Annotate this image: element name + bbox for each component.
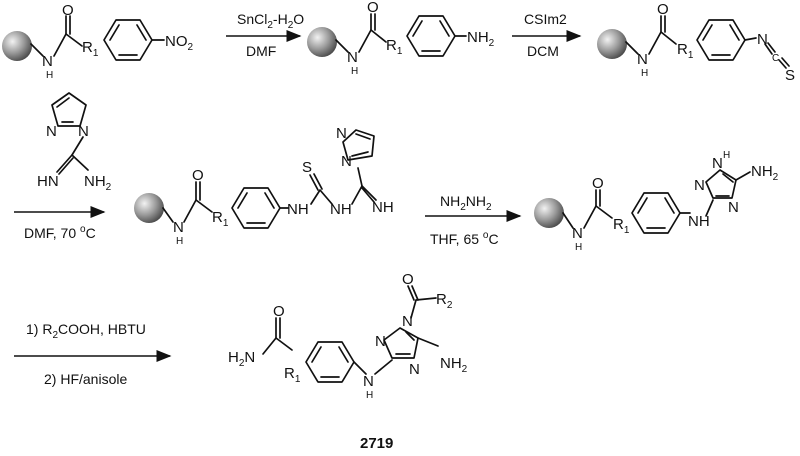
triazole-nh2-label: NH2 [751, 163, 779, 183]
r1-label: R1 [677, 41, 694, 61]
isothiocyanate-c-label: C [772, 53, 779, 64]
pyrazole-n2-label: N [336, 125, 347, 142]
amine-nh2-label: NH2 [84, 173, 112, 193]
reaction-arrow-1: SnCl2-H2O DMF [226, 11, 304, 59]
benzene-ring [103, 19, 153, 61]
pyrazole-n1-label: N [46, 123, 57, 140]
carbonyl-o-label: O [367, 0, 379, 16]
nh-label: N [572, 225, 583, 242]
benzene-ring [631, 192, 681, 234]
resin-bead-icon [307, 27, 337, 57]
pyrazole-ring [51, 92, 87, 127]
pyrazole-n1-label: N [341, 153, 352, 170]
pyrazole-n2-label: N [78, 123, 89, 140]
arrow5-step2: 2) HF/anisole [44, 371, 127, 387]
r1-label: R1 [613, 216, 630, 236]
acyl-o-label: O [402, 271, 414, 288]
product-isothiocyanate: N H O R1 N C S [597, 1, 795, 84]
starting-material: N H O R1 NO2 [2, 2, 194, 81]
linker-n-label: N [363, 373, 374, 390]
benzene-ring [231, 187, 281, 229]
arrow2-reagent-bottom: DCM [527, 43, 559, 59]
triazole-ring [705, 169, 737, 199]
final-product: H2N O R1 N H N N N O R2 NH2 [228, 271, 468, 401]
triazole-n-bottom-label: N [728, 199, 739, 216]
triazole-n-left-label: N [694, 177, 705, 194]
r1-label: R1 [386, 37, 403, 57]
linker-nh-label: NH [688, 213, 710, 230]
reaction-arrow-5: 1) R2COOH, HBTU 2) HF/anisole [14, 321, 172, 387]
h-label: H [351, 66, 358, 77]
reaction-arrow-3: DMF, 70 oC [14, 206, 106, 241]
nh-label: N [347, 49, 358, 66]
triazole-n-left-label: N [375, 333, 386, 350]
product-aminotriazole: N H O R1 NH N H N N NH2 [534, 150, 779, 253]
triazole-ring [383, 327, 419, 359]
imine-hn-label: HN [37, 173, 59, 190]
resin-bead-icon [2, 31, 32, 61]
thiocarbonyl-s-label: S [302, 159, 312, 176]
imine-nh-label: NH [372, 199, 394, 216]
carbonyl-o-label: O [592, 175, 604, 192]
benzene-ring [696, 19, 746, 61]
thiourea-nh2-label: NH [330, 201, 352, 218]
nitro-label: NO2 [165, 33, 194, 53]
carbonyl-o-label: O [62, 2, 74, 19]
carboxamide-o-label: O [273, 303, 285, 320]
arrow5-step1: 1) R2COOH, HBTU [26, 321, 146, 341]
arrow4-reagent-bottom: THF, 65 oC [430, 230, 499, 247]
nh-label: N [42, 53, 53, 70]
reagent-pyrazole-carboxamidine: N N HN NH2 [37, 92, 112, 193]
triazole-h-label: H [723, 150, 730, 161]
arrow2-reagent-top: CSIm2 [524, 11, 567, 27]
nh-label: N [637, 51, 648, 68]
r2-label: R2 [436, 291, 453, 311]
compound-id: 2719 [360, 435, 393, 452]
triazole-n-top-label: N [402, 313, 413, 330]
r1-label: R1 [82, 39, 99, 59]
reaction-arrow-2: CSIm2 DCM [512, 11, 582, 59]
carbonyl-o-label: O [192, 167, 204, 184]
arrow3-reagent-bottom: DMF, 70 oC [24, 224, 96, 241]
isothiocyanate-s-label: S [785, 67, 795, 84]
h-label: H [641, 68, 648, 79]
amine-label: NH2 [467, 29, 495, 49]
linker-h-label: H [366, 390, 373, 401]
resin-bead-icon [134, 193, 164, 223]
triazole-n-bottom-label: N [409, 361, 420, 378]
triazole-nh-label: N [712, 155, 723, 172]
arrow4-reagent-top: NH2NH2 [440, 193, 492, 213]
carbonyl-o-label: O [657, 1, 669, 18]
benzene-ring [305, 341, 355, 383]
triazole-nh2-label: NH2 [440, 355, 468, 375]
h-label: H [46, 70, 53, 81]
carboxamide-nh2-label: H2N [228, 349, 255, 369]
r1-label: R1 [212, 209, 229, 229]
benzene-ring [406, 15, 456, 57]
isothiocyanate-n-label: N [757, 31, 768, 48]
resin-bead-icon [597, 29, 627, 59]
resin-bead-icon [534, 198, 564, 228]
r1-label: R1 [284, 365, 301, 385]
h-label: H [176, 236, 183, 247]
pyrazole-ring [342, 129, 375, 161]
product-amine: N H O R1 NH2 [307, 0, 495, 77]
h-label: H [575, 242, 582, 253]
nh-label: N [173, 219, 184, 236]
product-thiourea: N H O R1 NH S NH NH N N [134, 125, 394, 247]
thiourea-nh1-label: NH [287, 201, 309, 218]
arrow1-reagent-top: SnCl2-H2O [237, 11, 304, 31]
reaction-arrow-4: NH2NH2 THF, 65 oC [425, 193, 522, 247]
arrow1-reagent-bottom: DMF [246, 43, 276, 59]
